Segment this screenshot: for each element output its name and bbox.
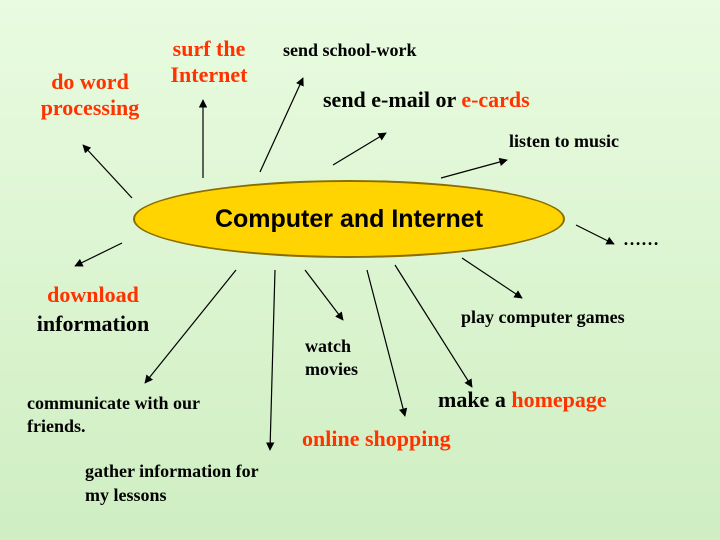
label-send-email-text: send e-mail or [323,87,456,112]
center-topic-title: Computer and Internet [214,204,484,233]
arrow-word-processing [82,144,133,199]
label-communicate-line1: communicate with our [27,393,200,413]
label-make-homepage: make a homepage [438,387,607,413]
label-communicate-line2: friends. [27,416,86,437]
arrow-music [440,157,508,179]
arrow-etc [575,224,615,245]
arrow-download [74,242,123,267]
label-word-processing-line2: processing [40,95,140,121]
label-download: download [47,282,139,307]
label-listen-music: listen to music [509,131,619,151]
label-information: information [36,311,150,337]
label-watch-movies-line1: watch [305,336,351,356]
label-homepage: homepage [511,387,607,412]
label-watch-movies: watch movies [305,335,358,382]
label-communicate: communicate with our friends. [27,392,200,439]
arrow-movies [304,269,344,321]
arrow-games [461,257,523,299]
label-word-processing-line1: do word [51,69,129,94]
arrow-homepage [394,264,473,388]
label-send-school-work: send school-work [283,40,417,60]
label-online-shopping: online shopping [302,426,451,451]
label-make-a: make a [438,387,506,412]
label-etc: …… [623,229,659,249]
label-surf-internet: surf the Internet [170,36,248,87]
arrow-email [332,132,387,166]
label-gather-line2: my lessons [85,485,167,506]
label-send-email: send e-mail or e-cards [323,87,530,113]
label-watch-movies-line2: movies [305,359,358,380]
label-computer-games: play computer games [461,307,625,327]
label-gather-information: gather information for my lessons [85,459,259,508]
arrow-communicate [144,269,237,384]
center-topic-ellipse: Computer and Internet [133,180,565,258]
label-word-processing: do word processing [20,69,160,122]
label-gather-line1: gather information for [85,461,259,481]
arrow-gather [266,269,276,451]
label-ecards: e-cards [461,87,530,112]
arrow-shopping [366,269,408,417]
arrow-school-work [259,77,304,173]
label-download-information: download information [20,280,166,338]
